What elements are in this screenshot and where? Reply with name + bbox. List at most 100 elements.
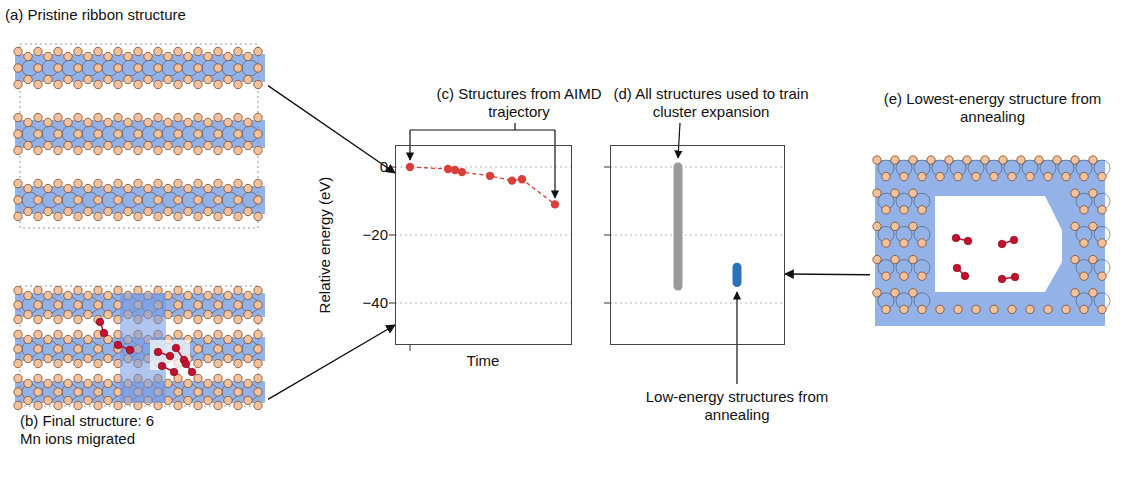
oxygen-atom bbox=[1098, 272, 1106, 280]
oxygen-atom bbox=[1044, 305, 1052, 313]
oxygen-atom bbox=[74, 315, 82, 323]
data-point bbox=[508, 176, 516, 184]
oxygen-atom bbox=[244, 396, 252, 404]
oxygen-atom bbox=[224, 52, 232, 60]
oxygen-atom bbox=[104, 396, 112, 404]
oxygen-atom bbox=[164, 141, 172, 149]
oxygen-atom bbox=[24, 118, 32, 126]
oxygen-atom bbox=[214, 113, 222, 121]
oxygen-atom bbox=[234, 345, 242, 353]
oxygen-atom bbox=[1026, 305, 1034, 313]
oxygen-atom bbox=[214, 301, 222, 309]
oxygen-atom bbox=[54, 130, 62, 138]
oxygen-atom bbox=[254, 359, 262, 367]
oxygen-atom bbox=[194, 196, 202, 204]
oxygen-atom bbox=[244, 335, 252, 343]
oxygen-atom bbox=[1062, 305, 1070, 313]
oxygen-atom bbox=[154, 80, 162, 88]
oxygen-atom bbox=[254, 401, 262, 409]
oxygen-atom bbox=[14, 359, 22, 367]
oxygen-atom bbox=[54, 146, 62, 154]
oxygen-atom bbox=[104, 310, 112, 318]
oxygen-atom bbox=[1044, 172, 1052, 180]
oxygen-atom bbox=[104, 52, 112, 60]
oxygen-atom bbox=[34, 179, 42, 187]
arrow-connector bbox=[268, 86, 395, 173]
oxygen-atom bbox=[104, 141, 112, 149]
oxygen-atom bbox=[254, 47, 262, 55]
oxygen-atom bbox=[54, 64, 62, 72]
oxygen-atom bbox=[204, 52, 212, 60]
oxygen-atom bbox=[244, 52, 252, 60]
oxygen-atom bbox=[174, 401, 182, 409]
oxygen-atom bbox=[74, 401, 82, 409]
oxygen-atom bbox=[936, 172, 944, 180]
oxygen-atom bbox=[44, 141, 52, 149]
oxygen-atom bbox=[204, 184, 212, 192]
oxygen-atom bbox=[154, 64, 162, 72]
oxygen-atom bbox=[972, 172, 980, 180]
oxygen-atom bbox=[34, 345, 42, 353]
oxygen-atom bbox=[14, 301, 22, 309]
tick-label: −20 bbox=[338, 226, 388, 244]
oxygen-atom bbox=[144, 118, 152, 126]
migrated-atom bbox=[182, 360, 190, 368]
oxygen-atom bbox=[134, 146, 142, 154]
oxygen-atom bbox=[214, 359, 222, 367]
oxygen-atom bbox=[234, 113, 242, 121]
oxygen-atom bbox=[1026, 172, 1034, 180]
oxygen-atom bbox=[254, 64, 262, 72]
oxygen-atom bbox=[114, 80, 122, 88]
oxygen-atom bbox=[94, 212, 102, 220]
oxygen-atom bbox=[34, 47, 42, 55]
oxygen-atom bbox=[94, 47, 102, 55]
oxygen-atom bbox=[214, 179, 222, 187]
oxygen-atom bbox=[14, 196, 22, 204]
oxygen-atom bbox=[114, 113, 122, 121]
oxygen-atom bbox=[34, 388, 42, 396]
oxygen-atom bbox=[54, 286, 62, 294]
oxygen-atom bbox=[94, 130, 102, 138]
oxygen-atom bbox=[224, 335, 232, 343]
oxygen-atom bbox=[184, 141, 192, 149]
oxygen-atom bbox=[74, 301, 82, 309]
migrated-atom bbox=[154, 348, 162, 356]
oxygen-atom bbox=[194, 179, 202, 187]
oxygen-atom bbox=[64, 52, 72, 60]
panel-heading: (b) Final structure: 6 Mn ions migrated bbox=[20, 412, 170, 448]
migrated-atom bbox=[964, 237, 972, 245]
oxygen-atom bbox=[84, 118, 92, 126]
oxygen-atom bbox=[184, 75, 192, 83]
oxygen-atom bbox=[54, 359, 62, 367]
oxygen-atom bbox=[936, 305, 944, 313]
oxygen-atom bbox=[214, 146, 222, 154]
oxygen-atom bbox=[34, 359, 42, 367]
oxygen-atom bbox=[244, 207, 252, 215]
oxygen-atom bbox=[64, 291, 72, 299]
oxygen-atom bbox=[194, 64, 202, 72]
data-point bbox=[458, 168, 466, 176]
oxygen-atom bbox=[194, 212, 202, 220]
oxygen-atom bbox=[244, 291, 252, 299]
oxygen-atom bbox=[164, 207, 172, 215]
oxygen-atom bbox=[44, 379, 52, 387]
oxygen-atom bbox=[104, 75, 112, 83]
oxygen-atom bbox=[194, 388, 202, 396]
oxygen-atom bbox=[214, 196, 222, 204]
oxygen-atom bbox=[124, 207, 132, 215]
oxygen-atom bbox=[194, 47, 202, 55]
oxygen-atom bbox=[174, 179, 182, 187]
oxygen-atom bbox=[174, 47, 182, 55]
oxygen-atom bbox=[54, 179, 62, 187]
oxygen-atom bbox=[44, 118, 52, 126]
oxygen-atom bbox=[14, 179, 22, 187]
oxygen-atom bbox=[174, 146, 182, 154]
oxygen-atom bbox=[44, 75, 52, 83]
oxygen-atom bbox=[74, 47, 82, 55]
migrated-atom bbox=[114, 341, 122, 349]
oxygen-atom bbox=[882, 239, 890, 247]
oxygen-atom bbox=[234, 401, 242, 409]
oxygen-atom bbox=[900, 172, 908, 180]
oxygen-atom bbox=[254, 286, 262, 294]
